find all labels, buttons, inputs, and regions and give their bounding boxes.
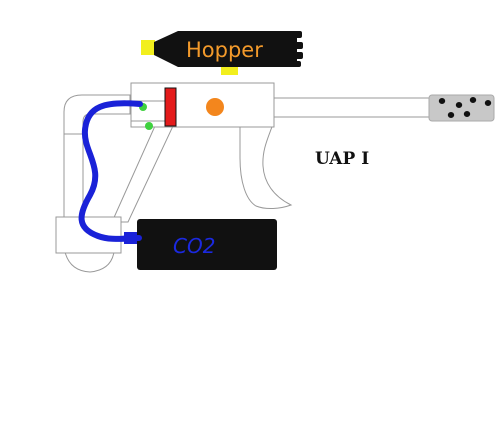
regulator-bottom (64, 251, 115, 273)
hose-fitting (124, 232, 137, 244)
rear-post (63, 133, 84, 220)
co2-label: CO2 (173, 234, 215, 258)
paintball (206, 98, 224, 116)
hopper-label: Hopper (186, 38, 263, 62)
co2-tank (137, 219, 277, 270)
hopper-left-nub (141, 40, 155, 55)
green-indicator-bottom (145, 122, 153, 130)
barrel (267, 97, 431, 118)
hopper-feed-neck (221, 66, 238, 75)
muzzle-holes (438, 97, 492, 118)
regulator-block (55, 216, 122, 254)
hopper (154, 31, 297, 67)
hopper-ribs (293, 31, 303, 67)
grip (239, 123, 293, 209)
muzzle-brake (428, 94, 495, 122)
air-hose (78, 100, 143, 242)
red-valve (164, 87, 177, 127)
diagram-title: UAP I (315, 149, 369, 169)
frame-strut (111, 125, 174, 223)
